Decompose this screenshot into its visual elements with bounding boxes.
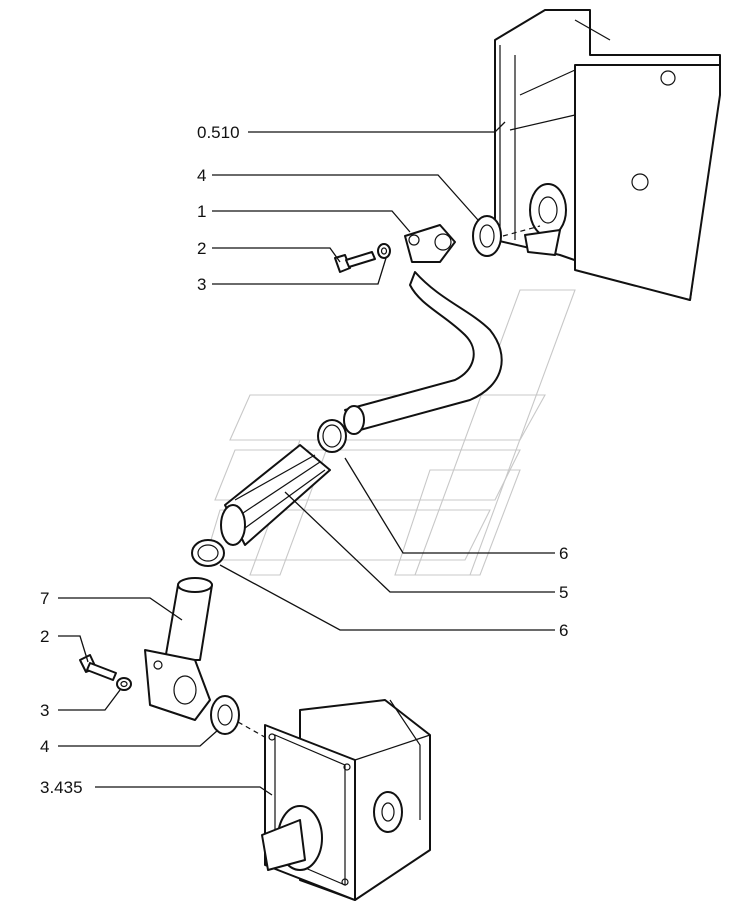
callout-gasket-4-top: 4: [197, 166, 206, 185]
leader-lines: [58, 121, 555, 796]
callout-elbow-7: 7: [40, 589, 49, 608]
watermark-logo: [204, 289, 576, 576]
callout-pump-3435: 3.435: [40, 778, 83, 797]
callout-pipe-1: 1: [197, 202, 206, 221]
hose-clamp-upper: [317, 419, 347, 453]
callout-labels: 0.510 4 1 2 3 6 5 6 7 2 3 4 3.435: [40, 123, 568, 797]
bolt-top: [334, 251, 376, 273]
callout-bolt-2-top: 2: [197, 239, 206, 258]
hydraulic-pump: [261, 699, 431, 901]
washer-top: [377, 243, 391, 259]
suction-pipe-upper: [343, 224, 503, 435]
bolt-lower: [79, 654, 117, 681]
callout-bolt-2-lower: 2: [40, 627, 49, 646]
callout-housing-0510: 0.510: [197, 123, 240, 142]
elbow-pipe-lower: [144, 577, 213, 721]
gasket-lower: [210, 695, 271, 741]
callout-clamp-6-lower: 6: [559, 621, 568, 640]
callout-gasket-4-lower: 4: [40, 737, 49, 756]
transmission-housing: [494, 9, 721, 301]
callout-clamp-6-upper: 6: [559, 544, 568, 563]
callout-hose-5: 5: [559, 583, 568, 602]
callout-washer-3-top: 3: [197, 275, 206, 294]
callout-washer-3-lower: 3: [40, 701, 49, 720]
hose-clamp-lower: [191, 539, 225, 567]
gasket-top: [472, 215, 541, 257]
flexible-hose: [220, 444, 331, 546]
washer-lower: [116, 677, 132, 691]
